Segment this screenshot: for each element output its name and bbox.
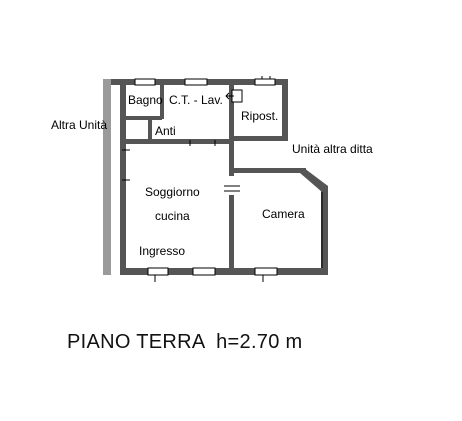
- center-wall-lower: [229, 195, 234, 275]
- camera-top-wall: [234, 168, 306, 173]
- anti-left-wall: [148, 119, 152, 141]
- soggiorno-top-wall: [126, 139, 230, 144]
- openings: [122, 76, 323, 282]
- center-wall-upper: [229, 85, 234, 176]
- outer-walls: [103, 79, 328, 275]
- label-anti: Anti: [155, 124, 176, 138]
- camera-right-wall: [321, 188, 328, 275]
- bottom-wall: [120, 268, 328, 275]
- bagno-bottom-wall: [126, 116, 162, 120]
- label-camera: Camera: [262, 207, 305, 221]
- camera-chamfer-wall: [300, 168, 328, 192]
- neighbor-labels: Altra Unità Unità altra ditta: [51, 118, 373, 156]
- label-ripost: Ripost.: [241, 109, 278, 123]
- plan-title: PIANO TERRA h=2.70 m: [67, 331, 302, 353]
- party-wall-left: [103, 79, 111, 275]
- room-labels: Bagno C.T. - Lav. Ripost. Anti Soggiorno…: [128, 93, 305, 258]
- label-ct-lav: C.T. - Lav.: [169, 93, 223, 107]
- ripost-right-wall: [282, 79, 288, 139]
- label-cucina: cucina: [155, 209, 190, 223]
- left-wall: [120, 79, 126, 275]
- label-soggiorno: Soggiorno: [145, 185, 200, 199]
- label-altra-unita: Altra Unità: [51, 118, 107, 132]
- label-bagno: Bagno: [128, 93, 163, 107]
- top-wall-left: [103, 79, 236, 85]
- ripost-bottom-wall: [234, 136, 288, 141]
- bagno-ct-wall: [160, 85, 164, 119]
- inner-walls: [126, 85, 328, 275]
- label-ingresso: Ingresso: [139, 244, 185, 258]
- label-unita-altra-ditta: Unità altra ditta: [292, 142, 373, 156]
